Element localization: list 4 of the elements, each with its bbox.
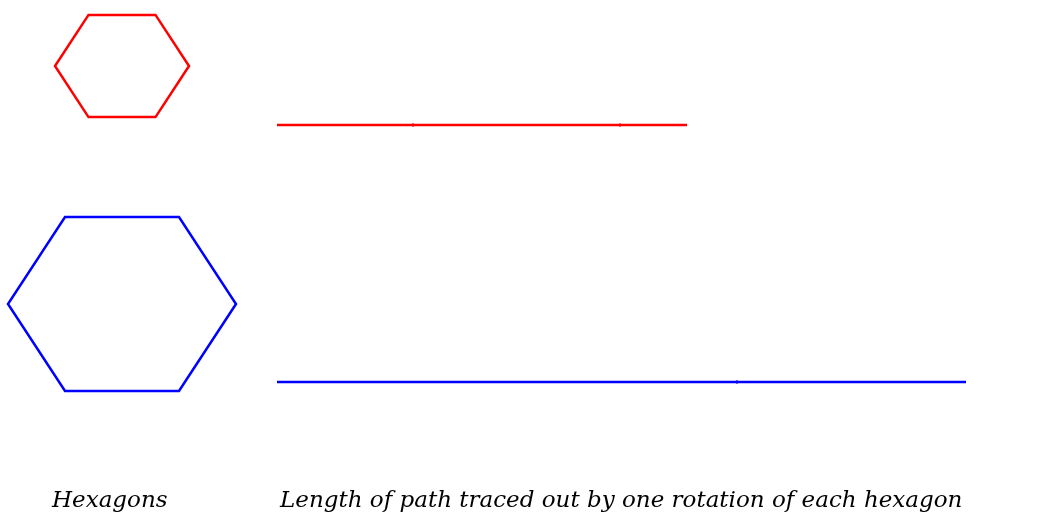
caption-text: Length of path traced out by one rotation of each hexagon — [280, 486, 963, 512]
caption-text: Hexagons — [52, 486, 168, 512]
hexagon — [6, 215, 238, 393]
hexagon — [53, 13, 191, 119]
